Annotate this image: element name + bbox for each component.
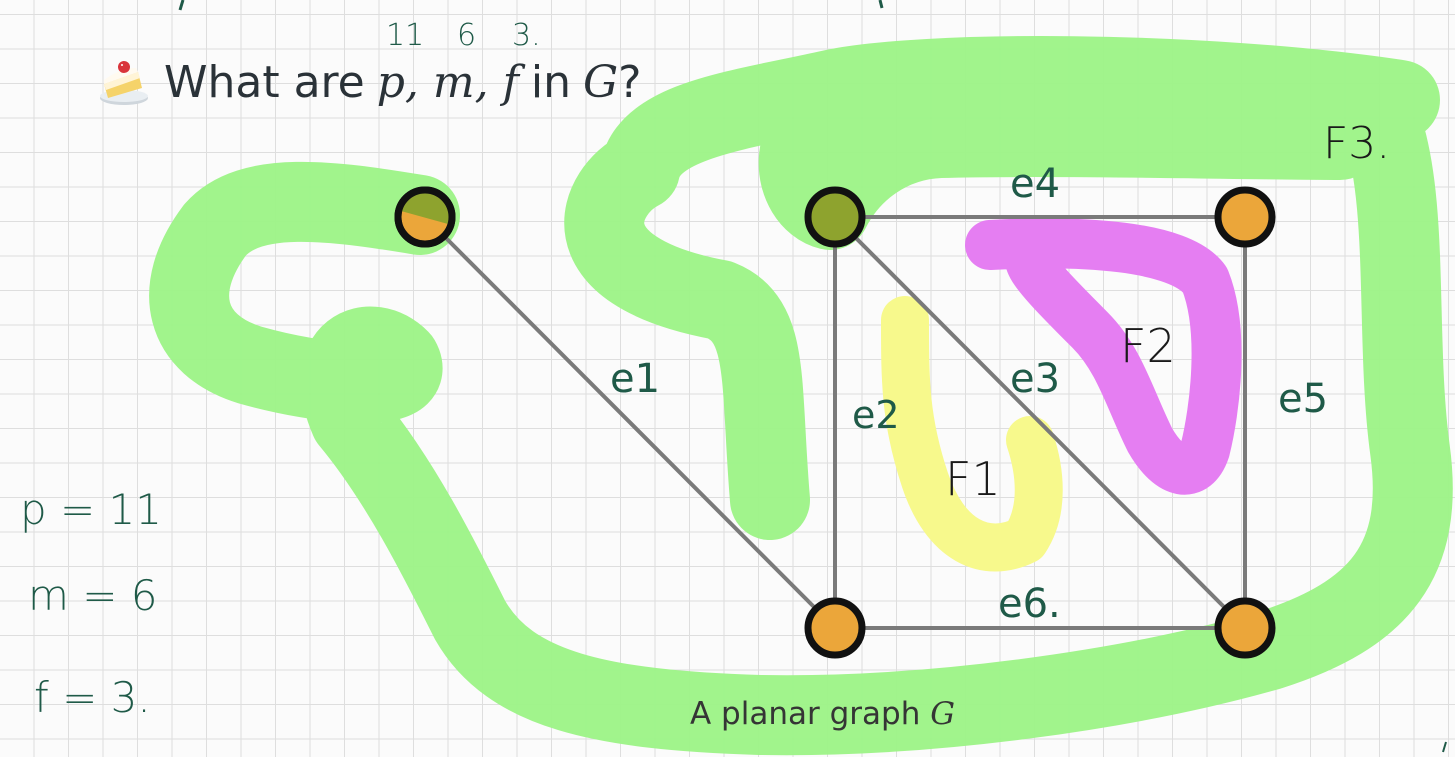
edge-label-e3: e3 <box>1010 356 1060 402</box>
question-heading: What are p, m, f in G? <box>96 52 642 112</box>
graph-node-c <box>1214 186 1276 248</box>
green-highlight-stroke <box>149 36 1453 756</box>
answer-m: m = 6 <box>28 571 158 620</box>
question-prefix: What are <box>164 56 365 108</box>
stray-ink-mark <box>878 0 884 9</box>
question-graph-name: G <box>583 56 619 108</box>
caption-graph-name: G <box>930 696 955 732</box>
face-label-f3: F3. <box>1323 118 1390 169</box>
stray-ink-mark <box>1442 741 1447 753</box>
graph-edge-1 <box>423 215 837 630</box>
handwritten-number-six: 6 <box>457 18 476 53</box>
graph-node-e <box>1214 597 1276 659</box>
answer-p: p = 11 <box>20 485 162 534</box>
graph-edge-3 <box>833 215 1247 630</box>
graph-edges <box>423 215 1247 630</box>
handwritten-number-eleven: 11 <box>386 18 424 53</box>
edge-label-e1: e1 <box>610 356 660 402</box>
stray-ink-mark <box>178 0 185 11</box>
cake-icon <box>100 61 148 105</box>
graph-node-b <box>804 186 866 248</box>
magenta-highlight-stroke <box>965 218 1242 495</box>
question-variables: p, m, f <box>376 56 519 108</box>
handwritten-number-three: 3. <box>512 18 541 53</box>
question-middle: in <box>530 56 571 108</box>
face-label-f1: F1 <box>945 452 1001 506</box>
graph-node-a <box>394 186 456 248</box>
yellow-highlight-stroke <box>881 296 1063 572</box>
graph-node-d <box>804 597 866 659</box>
edge-label-e5: e5 <box>1278 376 1328 422</box>
edge-label-e2: e2 <box>852 393 900 437</box>
caption-text: A planar graph <box>690 696 921 732</box>
answer-f: f = 3. <box>34 673 151 722</box>
face-label-f2: F2 <box>1120 319 1176 373</box>
edge-label-e6: e6. <box>998 581 1061 627</box>
question-suffix: ? <box>618 56 642 108</box>
edge-label-e4: e4 <box>1010 161 1060 207</box>
graph-nodes <box>394 186 1276 659</box>
figure-caption: A planar graph G <box>690 696 955 732</box>
